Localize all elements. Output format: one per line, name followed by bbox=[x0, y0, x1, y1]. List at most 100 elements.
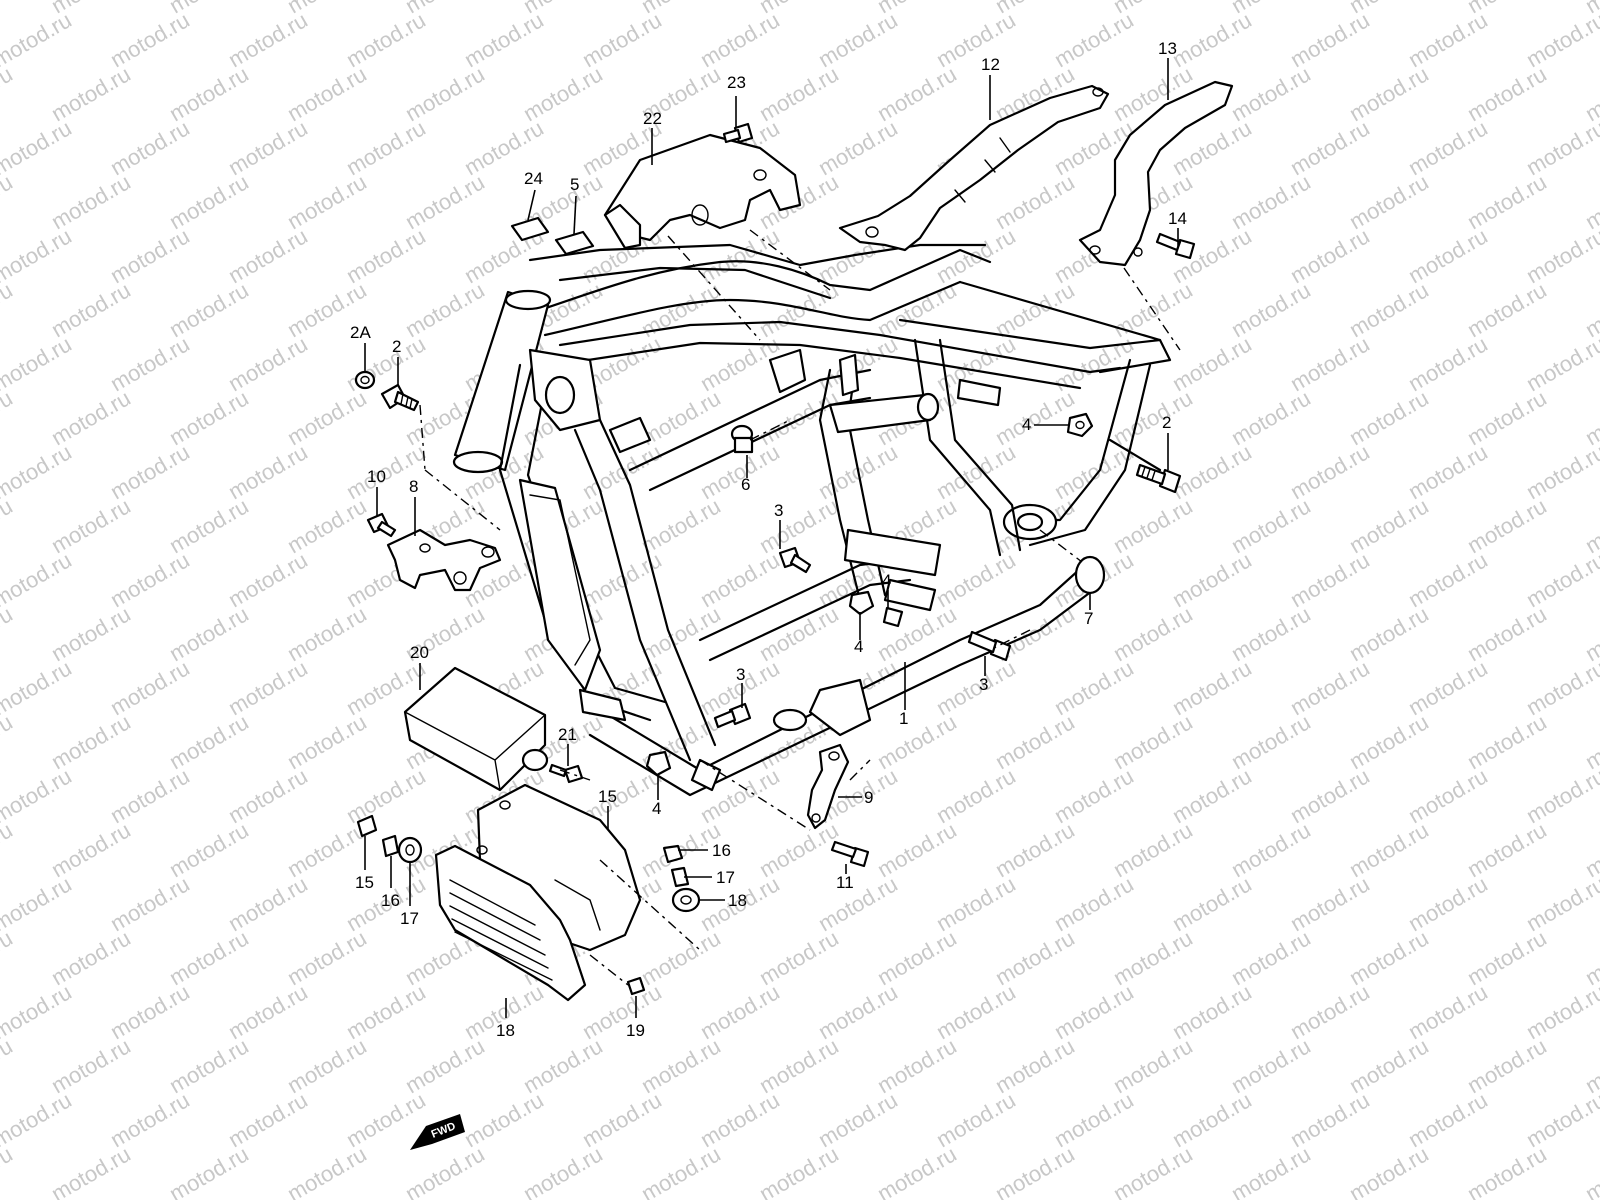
watermark-text: motod.ru bbox=[1522, 223, 1600, 288]
watermark-text: motod.ru bbox=[1345, 1141, 1433, 1200]
callout-24: 24 bbox=[524, 169, 543, 188]
callout-16-left: 16 bbox=[381, 891, 400, 910]
callout-numbers: 23 22 24 5 12 13 14 2A 2 10 8 6 3 4 2 4 … bbox=[350, 39, 1187, 1040]
watermark-text: motod.ru bbox=[1404, 1195, 1492, 1200]
front-cover-18 bbox=[434, 844, 587, 1002]
watermark-text: motod.ru bbox=[0, 709, 17, 774]
watermark-text: motod.ru bbox=[0, 61, 17, 126]
watermark-text: motod.ru bbox=[1522, 331, 1600, 396]
box-20 bbox=[403, 666, 549, 792]
watermark-text: motod.ru bbox=[1522, 655, 1600, 720]
watermark-text: motod.ru bbox=[401, 1141, 489, 1200]
watermark-text: motod.ru bbox=[0, 1087, 76, 1152]
bolt-3-right bbox=[967, 630, 1012, 662]
watermark-text: motod.ru bbox=[0, 223, 76, 288]
watermark-text: motod.ru bbox=[0, 871, 76, 936]
watermark-text: motod.ru bbox=[755, 1141, 843, 1200]
watermark-text: motod.ru bbox=[1522, 115, 1600, 180]
callout-2-right: 2 bbox=[1162, 413, 1171, 432]
callout-11: 12 bbox=[981, 55, 1000, 74]
callout-23: 23 bbox=[727, 73, 746, 92]
stay-bracket-9 bbox=[806, 743, 850, 830]
watermark-text: motod.ru bbox=[578, 1195, 666, 1200]
bolt-3-upper bbox=[778, 546, 812, 574]
screw-21 bbox=[548, 763, 584, 784]
watermark-text: motod.ru bbox=[0, 979, 76, 1044]
watermark-text: motod.ru bbox=[0, 1141, 17, 1200]
watermark-text: motod.ru bbox=[47, 1141, 135, 1200]
watermark-text: motod.ru bbox=[1109, 1141, 1197, 1200]
watermark-text: motod.ru bbox=[1522, 979, 1600, 1044]
watermark-text: motod.ru bbox=[0, 169, 17, 234]
callout-15-left: 15 bbox=[355, 873, 374, 892]
rear-rail-11 bbox=[838, 84, 1110, 252]
watermark-text: motod.ru bbox=[1050, 1195, 1138, 1200]
watermark-text: motod.ru bbox=[0, 331, 76, 396]
parts-layer: FWD bbox=[354, 80, 1234, 1150]
pad-24 bbox=[510, 216, 550, 242]
callout-22: 22 bbox=[643, 109, 662, 128]
grommet-17-right bbox=[671, 887, 701, 913]
callout-2-left: 2 bbox=[392, 337, 401, 356]
callout-6: 6 bbox=[741, 475, 750, 494]
callout-7: 7 bbox=[1084, 609, 1093, 628]
nut-4-center-b bbox=[882, 606, 904, 628]
collar-16-left bbox=[381, 834, 400, 858]
watermark-text: motod.ru bbox=[0, 763, 76, 828]
grommet-17-left bbox=[397, 836, 423, 864]
watermark-text: motod.ru bbox=[165, 1141, 253, 1200]
watermark-text: motod.ru bbox=[0, 7, 76, 72]
callout-15-right: 16 bbox=[712, 841, 731, 860]
watermark-text: motod.ru bbox=[0, 601, 17, 666]
nut-2a bbox=[354, 370, 376, 390]
watermark-text: motod.ru bbox=[1522, 547, 1600, 612]
callout-14: 15 bbox=[598, 787, 617, 806]
callout-3-right: 3 bbox=[979, 675, 988, 694]
watermark-text: motod.ru bbox=[1522, 439, 1600, 504]
callout-3-upper: 3 bbox=[774, 501, 783, 520]
pad-5 bbox=[554, 230, 595, 256]
callout-4-right: 4 bbox=[1022, 415, 1031, 434]
screw-19 bbox=[626, 976, 646, 996]
bolt-23 bbox=[722, 122, 754, 144]
bolt-15-left bbox=[356, 814, 378, 838]
watermark-text: motod.ru bbox=[283, 1141, 371, 1200]
main-frame bbox=[452, 243, 1172, 797]
watermark-text: motod.ru bbox=[0, 0, 17, 18]
callout-17-right: 18 bbox=[728, 891, 747, 910]
watermark-text: motod.ru bbox=[0, 277, 17, 342]
callout-19: 19 bbox=[626, 1021, 645, 1040]
bushing-6 bbox=[730, 424, 754, 454]
fwd-direction-badge: FWD bbox=[410, 1114, 465, 1150]
callout-18: 18 bbox=[496, 1021, 515, 1040]
watermark-text: motod.ru bbox=[224, 1195, 312, 1200]
watermark-text: motod.ru bbox=[0, 439, 76, 504]
watermark-text: motod.ru bbox=[1581, 1141, 1600, 1200]
watermark-text: motod.ru bbox=[0, 547, 76, 612]
callout-4-center-b: 4 bbox=[854, 637, 863, 656]
watermark-text: motod.ru bbox=[1522, 763, 1600, 828]
callout-10-left: 10 bbox=[367, 467, 386, 486]
nut-4-right bbox=[1066, 412, 1094, 438]
watermark-text: motod.ru bbox=[1168, 1195, 1256, 1200]
watermark-text: motod.ru bbox=[0, 385, 17, 450]
callout-16-right: 17 bbox=[716, 868, 735, 887]
watermark-text: motod.ru bbox=[696, 1195, 784, 1200]
engine-bracket-8 bbox=[386, 528, 502, 592]
watermark-text: motod.ru bbox=[1463, 1141, 1551, 1200]
callout-12: 13 bbox=[1158, 39, 1177, 58]
bolt-10-left bbox=[366, 512, 397, 538]
watermark-text: motod.ru bbox=[814, 1195, 902, 1200]
watermark-text: motod.ru bbox=[0, 493, 17, 558]
watermark-text: motod.ru bbox=[519, 1141, 607, 1200]
collar-16-right bbox=[670, 866, 690, 888]
callout-8: 8 bbox=[409, 477, 418, 496]
callout-4-lower: 4 bbox=[652, 799, 661, 818]
plug-cap-7 bbox=[1074, 555, 1106, 595]
watermark-text: motod.ru bbox=[0, 925, 17, 990]
bolt-3-lower bbox=[713, 702, 752, 729]
watermark-text: motod.ru bbox=[637, 1141, 725, 1200]
watermark-text: motod.ru bbox=[1286, 1195, 1374, 1200]
